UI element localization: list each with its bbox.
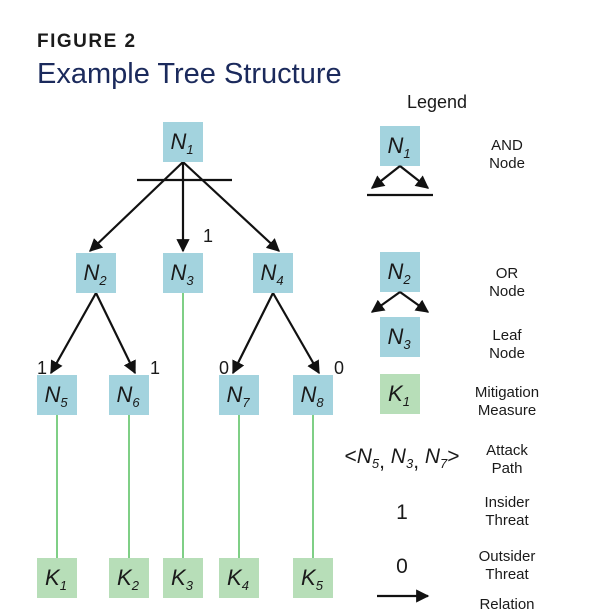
- mitigation-K5: K5: [293, 558, 333, 598]
- figure-title: Example Tree Structure: [37, 58, 342, 90]
- legend-symbol-box: [380, 126, 420, 166]
- node-N8: N8: [293, 375, 333, 415]
- edge-N1-N4: [182, 161, 280, 252]
- legend-symbol-label: N3: [387, 324, 411, 352]
- node-N3-label: N3: [170, 260, 194, 288]
- legend-symbol-box: [380, 317, 420, 357]
- node-N6: N6: [109, 375, 149, 415]
- node-N8-box: [293, 375, 333, 415]
- legend-arrow-right: [399, 291, 430, 313]
- node-N3: N3: [163, 253, 203, 293]
- mitigation-K2: K2: [109, 558, 149, 598]
- legend-symbol-label: N2: [387, 259, 411, 287]
- mitigation-K4-label: K4: [227, 565, 249, 593]
- legend-symbol: N1: [380, 126, 420, 166]
- legend-symbol-box: [380, 374, 420, 414]
- mitigation-K2-label: K2: [117, 565, 140, 593]
- figure-label: FIGURE 2: [37, 31, 137, 52]
- node-N1: N1: [163, 122, 203, 162]
- legend-symbol: N2: [380, 252, 420, 292]
- node-N2-box: [76, 253, 116, 293]
- threat-label-N3: 1: [203, 226, 213, 246]
- legend-symbol: K1: [380, 374, 420, 414]
- edge-N2-N5: [50, 292, 97, 375]
- legend-threat-symbol: 0: [396, 555, 408, 578]
- threat-label-N5: 1: [37, 358, 47, 378]
- node-N4-box: [253, 253, 293, 293]
- mitigation-K1-box: [37, 558, 77, 598]
- threat-label-N7: 0: [219, 358, 229, 378]
- mitigation-K5-label: K5: [301, 565, 324, 593]
- mitigation-K4: K4: [219, 558, 259, 598]
- node-N4: N4: [253, 253, 293, 293]
- node-N1-label: N1: [170, 129, 193, 157]
- threat-label-N6: 1: [150, 358, 160, 378]
- node-N7-box: [219, 375, 259, 415]
- legend-symbol-label: K1: [388, 381, 410, 409]
- mitigation-K4-box: [219, 558, 259, 598]
- node-N5-label: N5: [44, 382, 68, 410]
- mitigation-K3-label: K3: [171, 565, 194, 593]
- node-N4-label: N4: [260, 260, 283, 288]
- node-N5-box: [37, 375, 77, 415]
- threat-label-N8: 0: [334, 358, 344, 378]
- node-N7: N7: [219, 375, 259, 415]
- edge-N4-N8: [272, 292, 320, 375]
- mitigation-K1: K1: [37, 558, 77, 598]
- node-N7-label: N7: [226, 382, 250, 410]
- mitigation-K1-label: K1: [45, 565, 67, 593]
- legend-symbol-box: [380, 252, 420, 292]
- mitigation-K2-box: [109, 558, 149, 598]
- legend-symbol-label: N1: [387, 133, 410, 161]
- legend-symbol: N3: [380, 317, 420, 357]
- legend-title: Legend: [407, 92, 467, 112]
- edge-N2-N6: [95, 292, 136, 375]
- legend-item-7: Relation: [377, 589, 535, 613]
- node-N2-label: N2: [83, 260, 107, 288]
- node-N3-box: [163, 253, 203, 293]
- legend-threat-symbol: 1: [396, 501, 408, 524]
- legend-attack-path: <N5, N3, N7>: [344, 445, 459, 473]
- node-N2: N2: [76, 253, 116, 293]
- mitigation-K3: K3: [163, 558, 203, 598]
- edge-N1-N2: [89, 161, 184, 252]
- node-N5: N5: [37, 375, 77, 415]
- legend-arrow-right: [399, 165, 430, 189]
- node-N6-label: N6: [116, 382, 140, 410]
- mitigation-K3-box: [163, 558, 203, 598]
- node-N6-box: [109, 375, 149, 415]
- edges-layer: [50, 161, 320, 558]
- mitigation-K5-box: [293, 558, 333, 598]
- legend-arrow-left: [370, 291, 401, 313]
- legend-arrow-left: [370, 165, 401, 189]
- node-N1-box: [163, 122, 203, 162]
- edge-N4-N7: [232, 292, 274, 375]
- legend-label: Relation: [479, 596, 534, 613]
- node-N8-label: N8: [300, 382, 324, 410]
